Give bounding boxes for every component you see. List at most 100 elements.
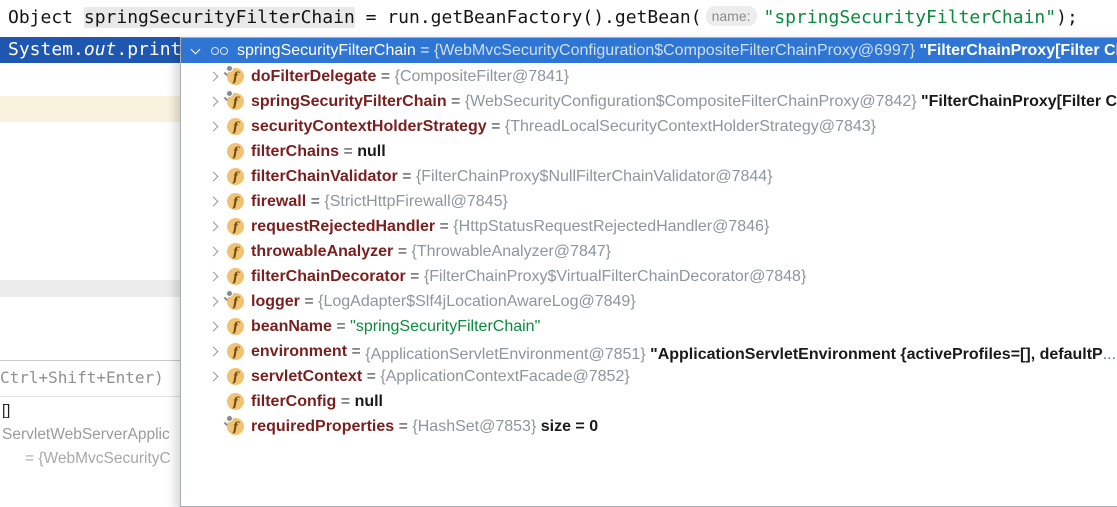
equals-sign: = (336, 392, 355, 410)
variable-row[interactable]: f throwableAnalyzer = {ThrowableAnalyzer… (181, 239, 1117, 264)
chevron-right-icon[interactable] (208, 221, 218, 232)
value-reference: {FilterChainProxy$NullFilterChainValidat… (415, 167, 773, 185)
chevron-right-icon[interactable] (208, 246, 218, 257)
equals-sign: = (339, 142, 358, 160)
expand-chevron-box[interactable] (205, 423, 221, 430)
expand-chevron-box[interactable] (205, 171, 221, 182)
chevron-right-icon[interactable] (208, 96, 218, 107)
field-name: requestRejectedHandler (251, 217, 436, 235)
expand-chevron-box[interactable] (205, 221, 221, 232)
field-value: {ThrowableAnalyzer@7847} (412, 243, 611, 261)
expand-chevron-box[interactable] (205, 398, 221, 405)
root-variable-tostring: "FilterChainProxy[Filter Ch (919, 41, 1117, 59)
code-statement-end: ); (1056, 7, 1078, 28)
chevron-right-icon[interactable] (208, 271, 218, 282)
equals-sign: = (306, 192, 325, 210)
variable-row[interactable]: f environment = {ApplicationServletEnvir… (181, 339, 1117, 364)
expand-chevron-box[interactable] (205, 96, 221, 107)
expand-chevron-box[interactable] (205, 121, 221, 132)
equals-sign: = (394, 417, 413, 435)
value-reference: {ThreadLocalSecurityContextHolderStrateg… (504, 117, 876, 135)
field-icon: f (227, 343, 244, 360)
variable-row[interactable]: f filterChainValidator = {FilterChainPro… (181, 164, 1117, 189)
final-pin-icon (224, 415, 233, 424)
expand-chevron-box[interactable] (205, 148, 221, 155)
value-reference: {ApplicationServletEnvironment@7851} (365, 345, 651, 363)
equals-sign: = (415, 41, 434, 59)
field-icon: f (227, 393, 244, 410)
expand-chevron-box[interactable] (205, 196, 221, 207)
panel-separator-band (0, 280, 181, 297)
expand-chevron-box[interactable] (205, 371, 221, 382)
popup-header-row[interactable]: springSecurityFilterChain = {WebMvcSecur… (181, 38, 1117, 63)
truncated-variable-value: ServletWebServerApplic (2, 426, 170, 443)
value-reference: {HashSet@7853} (412, 417, 541, 435)
value-reference: {ThrowableAnalyzer@7847} (411, 242, 611, 260)
expand-chevron-box[interactable] (205, 271, 221, 282)
field-name: beanName (251, 317, 332, 335)
variable-row[interactable]: f requestRejectedHandler = {HttpStatusRe… (181, 214, 1117, 239)
field-value: {FilterChainProxy$NullFilterChainValidat… (416, 168, 773, 186)
value-reference: {FilterChainProxy$VirtualFilterChainDeco… (423, 267, 807, 285)
variable-row[interactable]: f filterChains = null (181, 139, 1117, 164)
variable-row[interactable]: f firewall = {StrictHttpFirewall@7845} (181, 189, 1117, 214)
chevron-right-icon[interactable] (208, 296, 218, 307)
value-reference: {ApplicationContextFacade@7852} (380, 367, 630, 385)
field-name: environment (251, 342, 348, 360)
field-value: null (355, 393, 383, 411)
panel-border (0, 396, 181, 397)
execution-point-line[interactable]: System.out.print (0, 37, 181, 63)
variable-row[interactable]: f requiredProperties = {HashSet@7853} si… (181, 414, 1117, 439)
field-value: {HttpStatusRequestRejectedHandler@7846} (453, 218, 769, 236)
chevron-right-icon[interactable] (208, 71, 218, 82)
chevron-right-icon[interactable] (208, 196, 218, 207)
truncated-variable-value: = {WebMvcSecurityC (25, 450, 171, 467)
field-value: "springSecurityFilterChain" (350, 318, 540, 336)
expand-chevron-box[interactable] (205, 71, 221, 82)
equals-sign: = (347, 342, 366, 360)
field-name: doFilterDelegate (251, 67, 377, 85)
code-expression: = run.getBeanFactory().getBean( (354, 7, 702, 28)
expand-chevron-box[interactable] (205, 246, 221, 257)
code-keyword: Object (8, 7, 84, 28)
chevron-right-icon[interactable] (208, 121, 218, 132)
field-icon: f (227, 193, 244, 210)
field-value: {ApplicationContextFacade@7852} (380, 368, 629, 386)
variable-row[interactable]: f logger = {LogAdapter$Slf4jLocationAwar… (181, 289, 1117, 314)
field-name: firewall (251, 192, 307, 210)
show-more-link[interactable]: ...(显 (1102, 345, 1117, 363)
watch-glasses-icon (211, 46, 228, 55)
field-name: filterChains (251, 142, 340, 160)
chevron-right-icon[interactable] (208, 321, 218, 332)
expand-chevron-box[interactable] (205, 296, 221, 307)
field-icon: f (227, 318, 244, 335)
field-name: filterChainDecorator (251, 267, 406, 285)
equals-sign: = (299, 292, 319, 310)
chevron-right-icon[interactable] (208, 171, 218, 182)
variable-row[interactable]: f beanName = "springSecurityFilterChain" (181, 314, 1117, 339)
exec-static-field: out (83, 39, 117, 60)
field-value: {CompositeFilter@7841} (395, 68, 570, 86)
field-icon: f (226, 90, 244, 110)
variable-row[interactable]: f springSecurityFilterChain = {WebSecuri… (181, 89, 1117, 114)
equals-sign: = (446, 92, 465, 110)
equals-sign: = (435, 217, 454, 235)
chevron-down-icon[interactable] (190, 44, 201, 54)
field-value: {StrictHttpFirewall@7845} (324, 193, 507, 211)
equals-sign: = (393, 242, 412, 260)
variable-row[interactable]: f filterChainDecorator = {FilterChainPro… (181, 264, 1117, 289)
editor-code-line[interactable]: Object springSecurityFilterChain = run.g… (8, 0, 1078, 36)
variable-row[interactable]: f filterConfig = null (181, 389, 1117, 414)
chevron-right-icon[interactable] (208, 371, 218, 382)
variable-row[interactable]: f doFilterDelegate = {CompositeFilter@78… (181, 64, 1117, 89)
expand-chevron-box[interactable] (205, 346, 221, 357)
expand-chevron-box[interactable] (205, 321, 221, 332)
chevron-right-icon[interactable] (208, 346, 218, 357)
field-value: {LogAdapter$Slf4jLocationAwareLog@7849} (318, 293, 636, 311)
field-name: springSecurityFilterChain (251, 92, 447, 110)
equals-sign: = (397, 167, 416, 185)
parameter-hint: name: (705, 6, 757, 26)
variable-row[interactable]: f servletContext = {ApplicationContextFa… (181, 364, 1117, 389)
value-reference: {WebSecurityConfiguration$CompositeFilte… (464, 92, 922, 110)
variable-row[interactable]: f securityContextHolderStrategy = {Threa… (181, 114, 1117, 139)
